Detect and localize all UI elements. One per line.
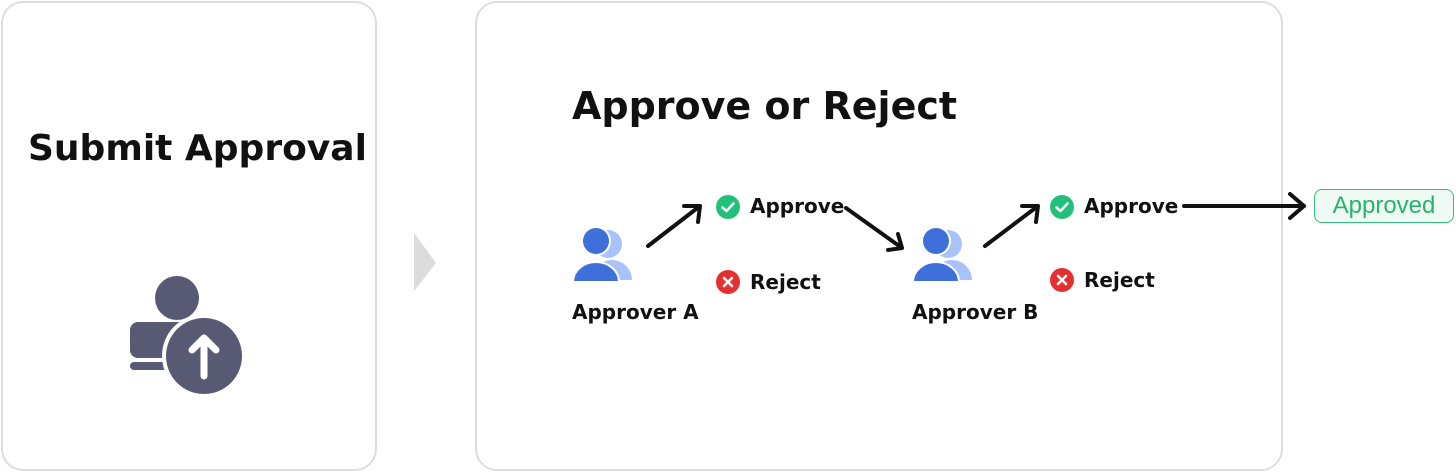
approver-b-approve-label: Approve (1084, 194, 1179, 218)
check-icon (716, 195, 740, 219)
approve-or-reject-title: Approve or Reject (572, 84, 958, 128)
approver-a-label: Approver A (572, 300, 699, 324)
approver-a-user-icon (571, 226, 632, 283)
x-icon (716, 270, 740, 294)
approve-or-reject-card (475, 1, 1283, 471)
submit-upload-user-icon (130, 276, 246, 398)
check-icon (1050, 195, 1074, 219)
approver-b-user-icon (911, 226, 972, 283)
submit-approval-title: Submit Approval (28, 128, 367, 169)
arrow-b-to-approve (983, 204, 1040, 248)
x-icon (1050, 268, 1074, 292)
approver-b-reject-label: Reject (1084, 268, 1155, 292)
approver-a-approve-label: Approve (750, 194, 845, 218)
arrow-approve-to-b (844, 206, 904, 252)
arrow-a-to-approve (646, 204, 702, 248)
arrow-approve-to-approved (1182, 192, 1306, 220)
flow-chevron-icon (414, 233, 436, 291)
approver-b-label: Approver B (912, 300, 1039, 324)
approved-status-badge: Approved (1314, 189, 1454, 223)
approver-a-reject-label: Reject (750, 270, 821, 294)
